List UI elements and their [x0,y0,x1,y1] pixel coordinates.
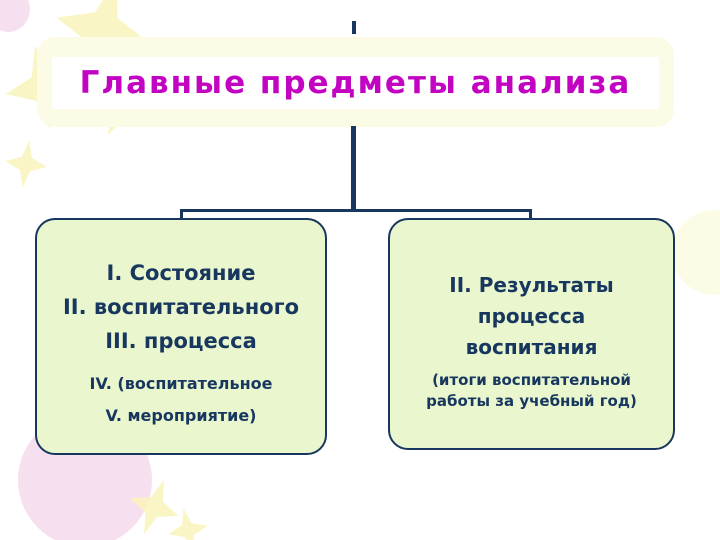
right-box-sub-line: (итоги воспитательной [432,371,631,389]
left-box-sub-line: V. мероприятие) [105,406,257,425]
right-box-line: воспитания [465,335,598,359]
left-box-subtext: IV. (воспитательное V. мероприятие) [37,368,325,432]
right-box-sub-line: работы за учебный год) [426,392,637,410]
connector-horizontal-line [180,209,532,212]
title-box: Главные предметы анализа [52,57,659,109]
left-box-line: II. воспитательного [62,295,300,319]
slide-title: Главные предметы анализа [79,65,632,101]
starburst-decoration-icon [2,137,50,190]
left-box-line: III. процесса [105,329,257,353]
connector-stub-top [352,21,356,34]
pink-blob-decoration-icon [0,0,30,32]
right-box-line: процесса [477,304,586,328]
cream-blob-decoration-icon [672,210,720,295]
connector-stub-right [529,209,532,220]
connector-vertical-line [351,126,356,212]
title-panel: Главные предметы анализа [37,37,674,127]
connector-stub-left [180,209,183,220]
right-topic-box: II. Результаты процесса воспитания (итог… [388,218,675,450]
left-box-line: I. Состояние [106,261,256,285]
left-topic-box: I. Состояние II. воспитательного III. пр… [35,218,327,455]
right-box-subtext: (итоги воспитательной работы за учебный … [390,370,673,412]
left-box-sub-line: IV. (воспитательное [89,374,273,393]
right-box-line: II. Результаты [449,273,614,297]
